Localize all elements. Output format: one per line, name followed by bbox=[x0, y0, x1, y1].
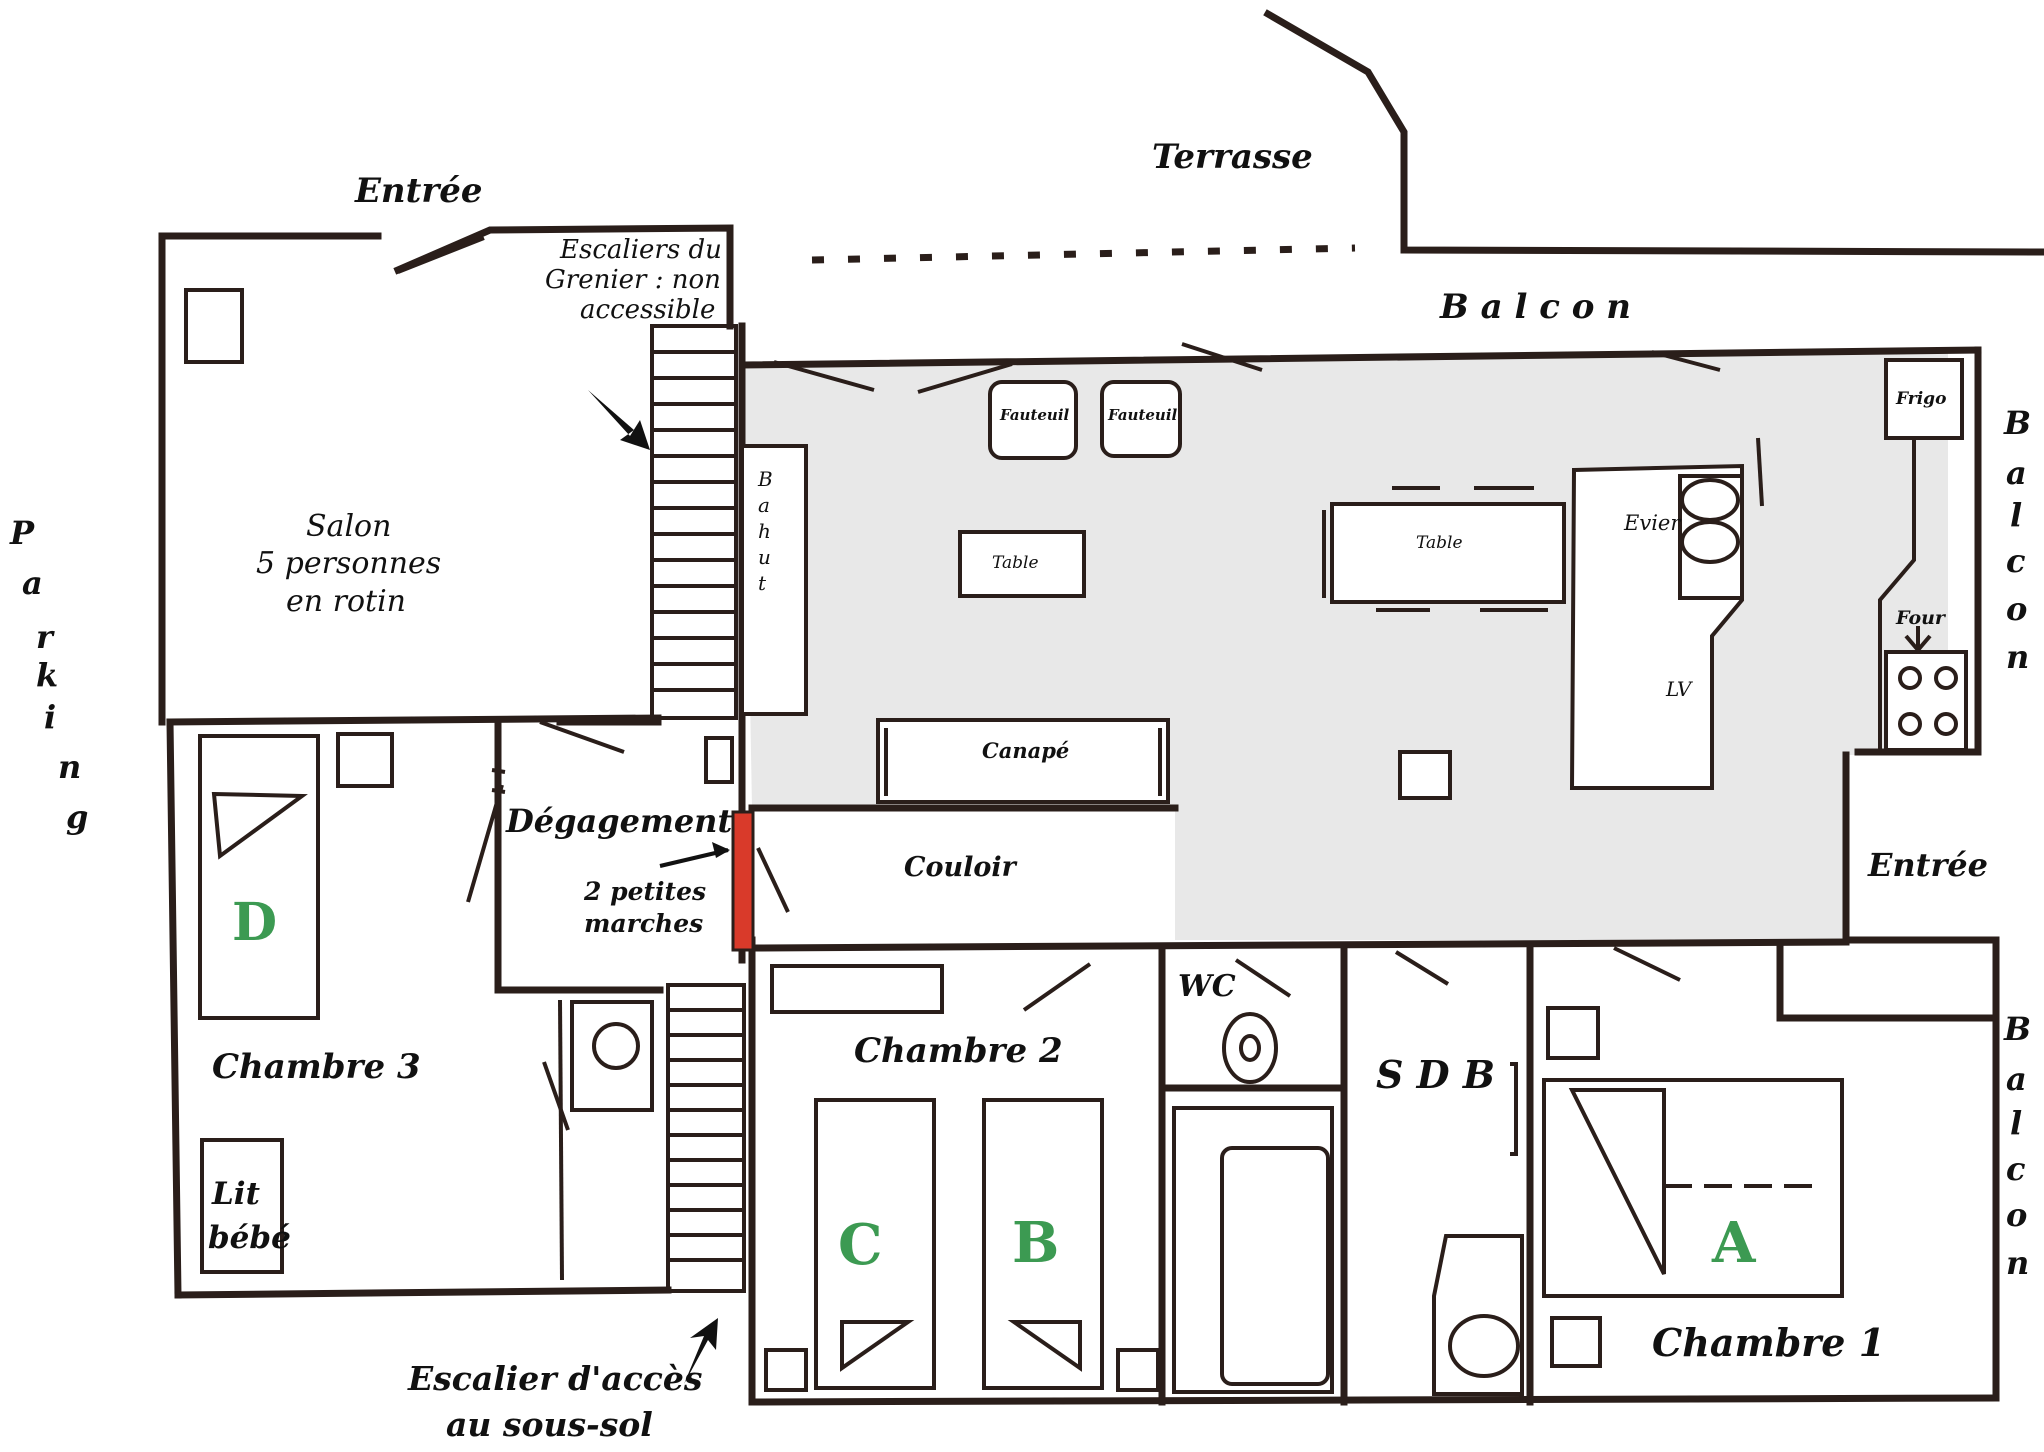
label-salon-3: en rotin bbox=[286, 584, 406, 619]
chambre1-nightstand-top bbox=[1546, 1006, 1600, 1060]
label-sous-sol-1: Escalier d'accès bbox=[407, 1359, 702, 1398]
label-balcon-right-top: B a l c o n bbox=[2003, 404, 2031, 676]
label-marches-1: 2 petites bbox=[583, 877, 706, 906]
table-large bbox=[1330, 502, 1566, 604]
label-entree-top: Entrée bbox=[354, 171, 483, 211]
svg-text:o: o bbox=[2006, 1196, 2027, 1234]
label-escaliers-2: Grenier : non bbox=[545, 265, 721, 295]
label-fauteuil-2: Fauteuil bbox=[1107, 406, 1178, 424]
svg-text:h: h bbox=[758, 519, 771, 543]
degagement-cabinet bbox=[704, 736, 734, 784]
attic-arrow-icon bbox=[588, 390, 650, 450]
lit-bebe bbox=[200, 1138, 284, 1274]
label-frigo: Frigo bbox=[1895, 389, 1946, 409]
svg-text:t: t bbox=[758, 571, 767, 595]
svg-text:i: i bbox=[44, 698, 56, 736]
table-small bbox=[958, 530, 1086, 598]
label-fauteuil-1: Fauteuil bbox=[999, 406, 1070, 424]
four-arrow-icon bbox=[1904, 626, 1932, 654]
label-couloir: Couloir bbox=[904, 852, 1018, 883]
label-chambre-1: Chambre 1 bbox=[1652, 1320, 1885, 1365]
svg-text:l: l bbox=[2010, 1104, 2022, 1142]
sous-sol-arrow-icon bbox=[684, 1318, 718, 1384]
chambre1-nightstand-bottom bbox=[1550, 1316, 1602, 1368]
bahut bbox=[740, 444, 808, 716]
label-wc: WC bbox=[1178, 969, 1236, 1004]
svg-text:n: n bbox=[58, 748, 81, 786]
table-chairs bbox=[1322, 486, 1548, 612]
label-table-small: Table bbox=[992, 553, 1039, 573]
svg-text:c: c bbox=[2006, 542, 2025, 580]
svg-text:u: u bbox=[758, 545, 771, 569]
label-terrasse: Terrasse bbox=[1152, 137, 1313, 177]
label-salon-1: Salon bbox=[306, 509, 391, 544]
sdb-sink bbox=[1448, 1314, 1520, 1378]
svg-text:a: a bbox=[2006, 454, 2027, 492]
svg-text:B: B bbox=[757, 467, 773, 491]
svg-text:l: l bbox=[2010, 496, 2022, 534]
basement-stairs bbox=[666, 983, 746, 1293]
degagement-cupboard bbox=[570, 1000, 654, 1112]
label-escaliers-3: accessible bbox=[580, 295, 715, 325]
svg-text:B: B bbox=[2003, 404, 2031, 442]
label-bahut: B a h u t bbox=[757, 467, 773, 595]
label-sous-sol-2: au sous-sol bbox=[446, 1405, 653, 1444]
bed-letter-a: A bbox=[1711, 1210, 1757, 1276]
svg-text:a: a bbox=[2006, 1060, 2027, 1098]
bed-letter-b: B bbox=[1012, 1210, 1059, 1276]
label-balcon-right-bottom: B a l c o n bbox=[2003, 1010, 2031, 1282]
pouf bbox=[1398, 750, 1452, 800]
four bbox=[1884, 650, 1968, 752]
label-lv: LV bbox=[1665, 677, 1694, 701]
bed-letter-d: D bbox=[232, 892, 277, 953]
label-four: Four bbox=[1895, 607, 1947, 629]
fauteuil-1 bbox=[988, 380, 1078, 460]
label-chambre-2: Chambre 2 bbox=[854, 1031, 1063, 1071]
step-marker bbox=[731, 810, 755, 952]
svg-text:B: B bbox=[2003, 1010, 2031, 1048]
svg-text:r: r bbox=[36, 618, 55, 656]
label-parking: P a r k i n g bbox=[9, 514, 88, 836]
label-lit-bebe-1: Lit bbox=[211, 1176, 261, 1212]
label-entree-right: Entrée bbox=[1867, 846, 1988, 884]
label-salon-2: 5 personnes bbox=[256, 546, 441, 581]
fauteuil-2 bbox=[1100, 380, 1182, 458]
frigo bbox=[1884, 358, 1964, 440]
label-canape: Canapé bbox=[982, 738, 1069, 763]
salon-cabinet bbox=[184, 288, 244, 364]
label-balcon-top: B a l c o n bbox=[1439, 287, 1631, 327]
svg-text:n: n bbox=[2006, 638, 2029, 676]
svg-text:k: k bbox=[36, 656, 58, 694]
chambre2-nightstand-2 bbox=[1116, 1348, 1160, 1392]
label-evier: Evier bbox=[1623, 511, 1682, 535]
label-lit-bebe-2: bébé bbox=[208, 1220, 291, 1256]
chambre2-nightstand-1 bbox=[764, 1348, 808, 1392]
svg-text:n: n bbox=[2006, 1244, 2029, 1282]
label-sdb: S D B bbox=[1376, 1052, 1495, 1097]
label-chambre-3: Chambre 3 bbox=[212, 1047, 421, 1087]
chambre3-nightstand bbox=[336, 732, 394, 788]
door-swings bbox=[397, 236, 1764, 1131]
bed-c bbox=[814, 1098, 936, 1390]
label-table-large: Table bbox=[1416, 533, 1463, 553]
svg-text:a: a bbox=[22, 564, 43, 602]
terrasse-edge bbox=[811, 244, 1356, 264]
svg-text:P: P bbox=[9, 514, 35, 552]
kitchen-wall bbox=[1878, 440, 1916, 752]
label-escaliers-1: Escaliers du bbox=[559, 235, 722, 265]
canape bbox=[876, 718, 1170, 804]
label-degagement: Dégagement bbox=[505, 802, 732, 840]
chambre2-desk bbox=[770, 964, 944, 1014]
svg-text:a: a bbox=[758, 493, 770, 517]
svg-text:o: o bbox=[2006, 590, 2027, 628]
bed-letter-c: C bbox=[838, 1212, 883, 1278]
svg-text:g: g bbox=[66, 798, 88, 836]
svg-text:c: c bbox=[2006, 1150, 2025, 1188]
label-marches-2: marches bbox=[584, 909, 703, 938]
bed-d bbox=[198, 734, 320, 1020]
attic-stairs bbox=[650, 324, 738, 720]
